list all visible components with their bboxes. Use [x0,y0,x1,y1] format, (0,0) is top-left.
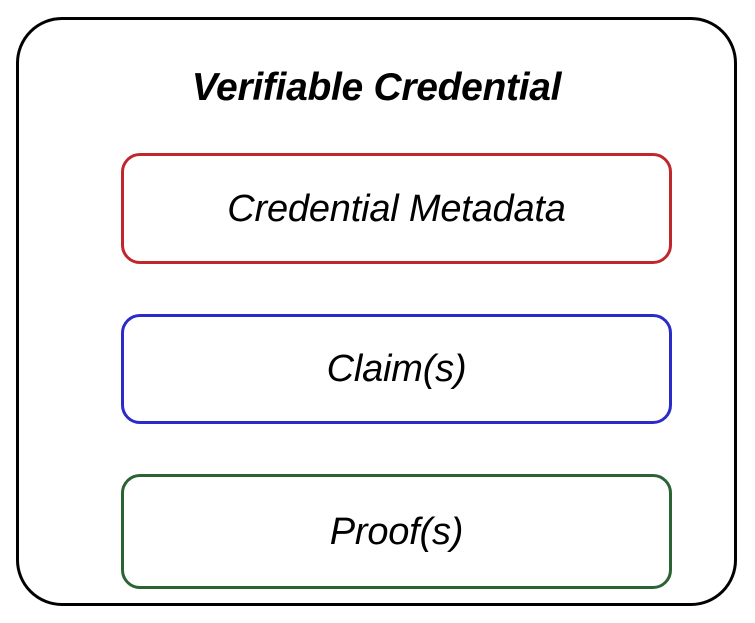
section-label-credential-metadata: Credential Metadata [227,187,566,230]
diagram-title: Verifiable Credential [191,66,562,109]
section-box-proofs: Proof(s) [121,474,672,589]
verifiable-credential-container: Verifiable Credential Credential Metadat… [16,17,737,606]
section-box-credential-metadata: Credential Metadata [121,153,672,264]
section-label-claims: Claim(s) [326,348,467,390]
section-box-claims: Claim(s) [121,314,672,424]
section-label-proofs: Proof(s) [329,510,464,553]
